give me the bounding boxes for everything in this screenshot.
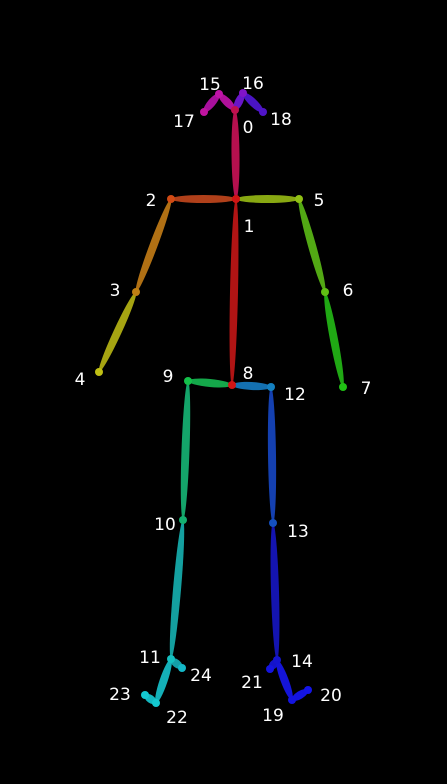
limb-1-2 (171, 195, 236, 203)
limb-10-11 (169, 519, 185, 660)
limb-1-0 (231, 109, 240, 200)
keypoint-label-19: 19 (262, 706, 284, 726)
keypoint-label-24: 24 (190, 666, 212, 686)
limb-6-7 (324, 291, 344, 388)
joint-0 (231, 106, 239, 114)
keypoint-label-10: 10 (154, 515, 176, 535)
joint-15 (215, 90, 223, 98)
keypoint-label-17: 17 (173, 112, 195, 132)
keypoint-label-21: 21 (241, 673, 263, 693)
keypoint-label-8: 8 (243, 364, 254, 384)
limb-13-14 (270, 522, 280, 661)
limb-0-16 (233, 92, 245, 111)
joint-22 (152, 699, 160, 707)
joint-20 (304, 686, 312, 694)
joint-5 (295, 195, 303, 203)
keypoint-label-15: 15 (199, 75, 221, 95)
limb-1-5 (236, 195, 299, 203)
limbs-layer (98, 92, 344, 705)
limb-19-20 (291, 688, 309, 702)
keypoint-label-7: 7 (361, 379, 372, 399)
limb-8-9 (187, 378, 233, 388)
joint-19 (288, 696, 296, 704)
keypoint-label-9: 9 (163, 367, 174, 387)
joint-12 (267, 383, 275, 391)
limb-9-10 (180, 380, 191, 521)
limb-16-18 (242, 92, 264, 113)
joint-4 (95, 368, 103, 376)
limb-5-6 (298, 198, 326, 293)
limb-15-17 (203, 93, 220, 113)
joint-11 (167, 655, 175, 663)
keypoint-label-22: 22 (166, 708, 188, 728)
keypoint-label-6: 6 (343, 281, 354, 301)
keypoint-label-2: 2 (146, 191, 157, 211)
joint-24 (178, 664, 186, 672)
joint-7 (339, 383, 347, 391)
joint-13 (269, 519, 277, 527)
keypoint-label-1: 1 (244, 217, 255, 237)
keypoint-label-11: 11 (139, 648, 161, 668)
keypoint-label-3: 3 (110, 281, 121, 301)
limb-8-12 (231, 381, 272, 391)
keypoint-label-18: 18 (270, 110, 292, 130)
keypoint-label-20: 20 (320, 686, 342, 706)
keypoint-label-0: 0 (243, 118, 254, 138)
keypoint-label-13: 13 (287, 522, 309, 542)
keypoint-label-12: 12 (284, 385, 306, 405)
limb-3-4 (98, 291, 137, 373)
joint-8 (228, 381, 236, 389)
keypoint-label-14: 14 (291, 652, 313, 672)
joint-1 (232, 195, 240, 203)
joint-18 (259, 108, 267, 116)
joints-layer (95, 89, 347, 707)
limb-1-8 (229, 198, 239, 386)
limb-11-22 (155, 658, 172, 704)
joint-2 (167, 195, 175, 203)
joint-23 (141, 691, 149, 699)
joint-16 (239, 89, 247, 97)
limb-0-15 (218, 93, 236, 111)
joint-21 (266, 665, 274, 673)
joint-10 (179, 516, 187, 524)
limb-14-19 (276, 659, 293, 701)
joint-3 (132, 288, 140, 296)
limb-2-3 (135, 198, 172, 293)
keypoint-label-5: 5 (314, 191, 325, 211)
joint-9 (184, 377, 192, 385)
joint-6 (321, 288, 329, 296)
keypoint-label-4: 4 (75, 370, 86, 390)
limb-12-13 (267, 386, 277, 524)
joint-17 (200, 108, 208, 116)
joint-14 (273, 656, 281, 664)
keypoint-label-23: 23 (109, 685, 131, 705)
keypoint-label-16: 16 (242, 74, 264, 94)
